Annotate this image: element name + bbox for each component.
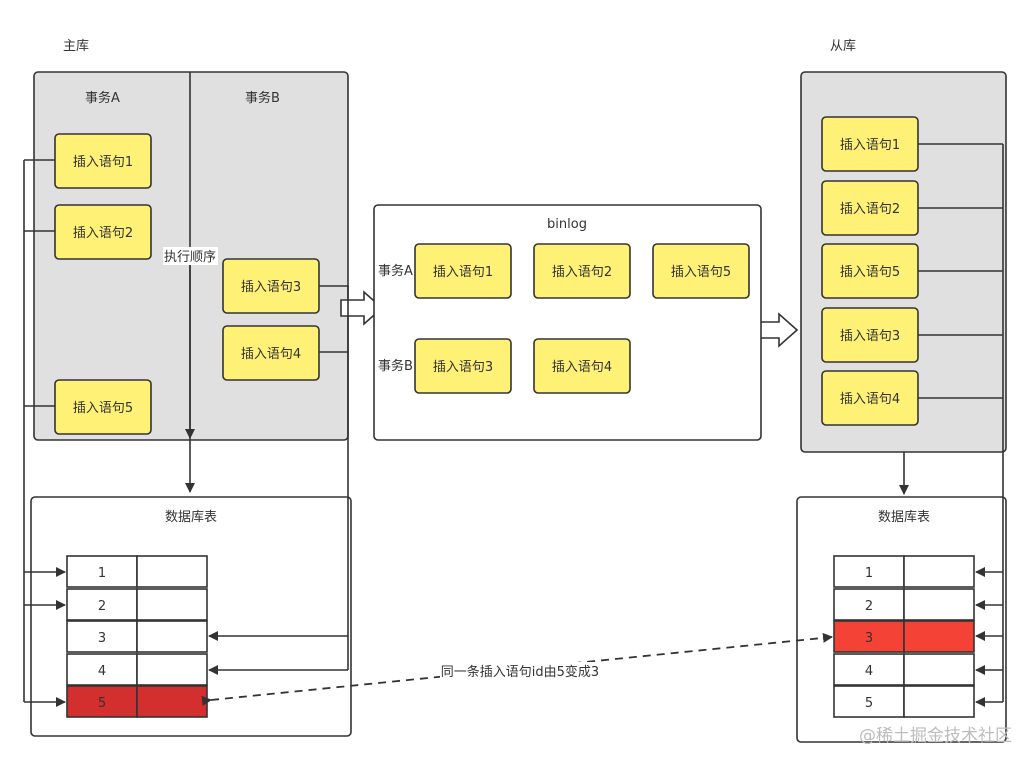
svg-text:插入语句2: 插入语句2 bbox=[552, 265, 612, 280]
svg-text:插入语句5: 插入语句5 bbox=[73, 401, 133, 416]
id-change-annotation: 同一条插入语句id由5变成3 bbox=[441, 664, 599, 680]
slave-connectors bbox=[918, 143, 1004, 707]
slave-stmt-4: 插入语句4 bbox=[821, 370, 919, 426]
svg-text:插入语句3: 插入语句3 bbox=[840, 329, 900, 344]
svg-text:2: 2 bbox=[865, 599, 873, 614]
svg-text:插入语句4: 插入语句4 bbox=[552, 360, 612, 375]
svg-text:3: 3 bbox=[98, 631, 106, 646]
svg-text:3: 3 bbox=[865, 631, 873, 646]
master-row-2: 2 bbox=[66, 588, 208, 621]
binlog-title: binlog bbox=[547, 217, 587, 232]
hollow-arrow-binlog-to-slave bbox=[755, 312, 799, 348]
binlog-a-stmt-5: 插入语句5 bbox=[652, 243, 750, 299]
svg-text:5: 5 bbox=[98, 696, 106, 711]
master-a-stmt-1: 插入语句1 bbox=[54, 133, 152, 189]
svg-text:插入语句2: 插入语句2 bbox=[73, 226, 133, 241]
svg-text:插入语句1: 插入语句1 bbox=[73, 155, 133, 170]
svg-text:插入语句1: 插入语句1 bbox=[433, 265, 493, 280]
slave-label: 从库 bbox=[830, 38, 856, 54]
binlog-panel bbox=[373, 204, 762, 441]
txn-a-header: 事务A bbox=[85, 90, 120, 106]
slave-row-2: 2 bbox=[833, 588, 975, 621]
svg-text:插入语句4: 插入语句4 bbox=[241, 347, 301, 362]
svg-text:4: 4 bbox=[865, 664, 873, 679]
slave-stmt-3: 插入语句3 bbox=[821, 307, 919, 363]
slave-stmt-1: 插入语句1 bbox=[821, 116, 919, 172]
svg-text:4: 4 bbox=[98, 664, 106, 679]
slave-row-4: 4 bbox=[833, 653, 975, 686]
master-row-1: 1 bbox=[66, 555, 208, 588]
exec-order-label: 执行顺序 bbox=[164, 250, 216, 265]
svg-text:2: 2 bbox=[98, 599, 106, 614]
master-b-stmt-4: 插入语句4 bbox=[222, 325, 320, 381]
master-label: 主库 bbox=[63, 38, 89, 54]
binlog-b-stmt-4: 插入语句4 bbox=[533, 338, 631, 394]
master-a-connectors bbox=[23, 159, 66, 707]
slave-table-title: 数据库表 bbox=[878, 509, 930, 525]
svg-text:插入语句5: 插入语句5 bbox=[671, 265, 731, 280]
binlog-b-stmt-3: 插入语句3 bbox=[414, 338, 512, 394]
svg-text:1: 1 bbox=[98, 566, 106, 581]
slave-stmt-5: 插入语句5 bbox=[821, 243, 919, 299]
master-a-stmt-2: 插入语句2 bbox=[54, 204, 152, 260]
svg-text:插入语句2: 插入语句2 bbox=[840, 202, 900, 217]
txn-b-header: 事务B bbox=[245, 90, 280, 106]
master-a-stmt-5: 插入语句5 bbox=[54, 379, 152, 435]
svg-text:插入语句1: 插入语句1 bbox=[840, 138, 900, 153]
watermark: @稀土掘金技术社区 bbox=[859, 726, 1012, 746]
svg-text:1: 1 bbox=[865, 566, 873, 581]
svg-text:插入语句5: 插入语句5 bbox=[840, 265, 900, 280]
slave-row-3-highlighted: 3 bbox=[833, 620, 975, 653]
binlog-txn-a-label: 事务A bbox=[378, 263, 413, 279]
master-table-title: 数据库表 bbox=[165, 509, 217, 525]
binlog-txn-b-label: 事务B bbox=[378, 358, 413, 374]
svg-text:插入语句3: 插入语句3 bbox=[433, 360, 493, 375]
hollow-arrow-master-to-binlog bbox=[340, 290, 384, 326]
master-row-5-highlighted: 5 bbox=[66, 685, 208, 718]
svg-text:5: 5 bbox=[865, 696, 873, 711]
slave-row-5: 5 bbox=[833, 685, 975, 718]
slave-row-1: 1 bbox=[833, 555, 975, 588]
slave-stmt-2: 插入语句2 bbox=[821, 180, 919, 236]
binlog-a-stmt-1: 插入语句1 bbox=[414, 243, 512, 299]
svg-text:插入语句4: 插入语句4 bbox=[840, 392, 900, 407]
master-row-3: 3 bbox=[66, 620, 208, 653]
master-row-4: 4 bbox=[66, 653, 208, 686]
svg-text:插入语句3: 插入语句3 bbox=[241, 280, 301, 295]
master-b-stmt-3: 插入语句3 bbox=[222, 258, 320, 314]
binlog-a-stmt-2: 插入语句2 bbox=[533, 243, 631, 299]
